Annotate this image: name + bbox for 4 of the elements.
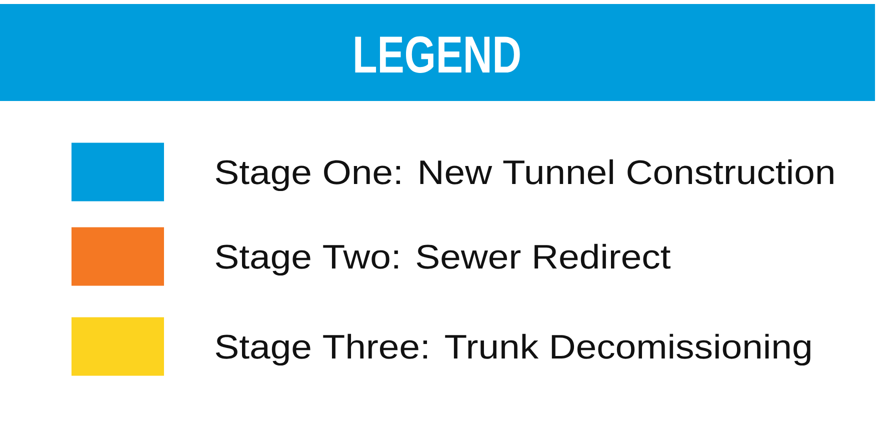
legend-label: Stage One: New Tunnel Construction [216,159,834,192]
legend-label: Stage Three: Trunk Decomissioning [216,334,810,366]
title-banner: LEGEND [0,4,875,101]
legend-label: Stage Two: Sewer Redirect [216,244,670,276]
